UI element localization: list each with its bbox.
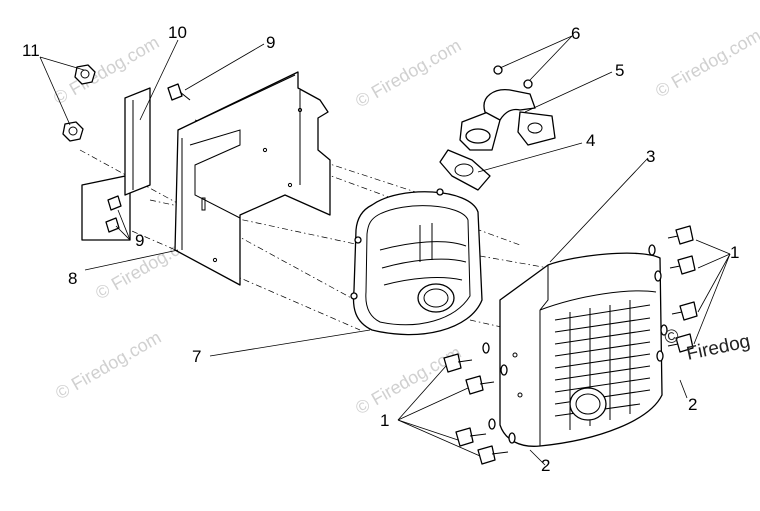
muffler-body [350, 188, 483, 336]
callout-3: 3 [646, 147, 655, 166]
muffler-cover [499, 252, 663, 447]
copyright-symbol: © [663, 325, 681, 348]
callout-8: 8 [68, 269, 77, 288]
callout-2: 2 [688, 395, 697, 414]
watermark-text: © Firedog.com [652, 25, 760, 101]
cover-vent-slots [554, 300, 651, 430]
callout-4: 4 [586, 131, 595, 150]
callout-labels: 1 1 2 2 3 4 5 6 7 8 9 9 10 11 [22, 23, 739, 475]
watermark-text: © Firedog.com [352, 342, 464, 418]
exhaust-pipe-elbow [459, 89, 556, 151]
callout-1: 1 [730, 243, 739, 262]
callout-2: 2 [541, 456, 550, 475]
brand-name: Firedog [685, 331, 752, 365]
callout-1: 1 [380, 411, 389, 430]
watermark-text: © Firedog.com [52, 327, 164, 403]
callout-9: 9 [266, 33, 275, 52]
hardware [62, 64, 698, 465]
watermark-text: © Firedog.com [352, 35, 464, 111]
callout-7: 7 [192, 347, 201, 366]
callout-9: 9 [135, 231, 144, 250]
brand-watermark: © Firedog [663, 325, 752, 364]
heat-shield-plate [81, 87, 151, 241]
callout-5: 5 [615, 61, 624, 80]
mounting-bracket [174, 71, 331, 286]
callout-6: 6 [571, 24, 580, 43]
exhaust-gasket [439, 149, 491, 191]
callout-11: 11 [22, 41, 40, 60]
leader-lines [39, 35, 731, 466]
callout-10: 10 [168, 23, 187, 42]
